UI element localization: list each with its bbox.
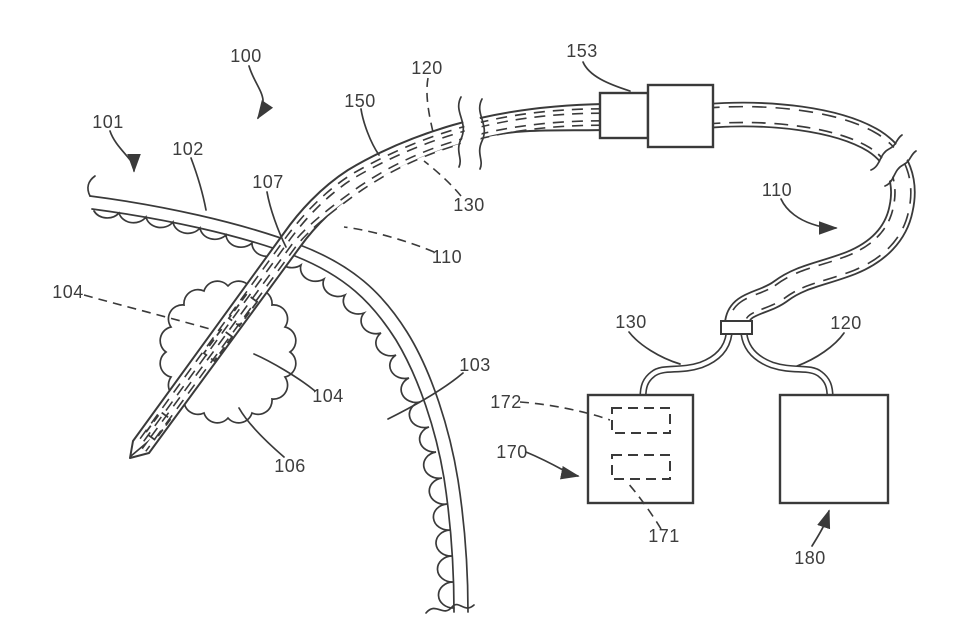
ref-label-101: 101	[92, 112, 124, 132]
control-unit-170	[586, 393, 695, 505]
leader-180	[811, 509, 831, 547]
shaft-sensor-element-2	[202, 327, 234, 363]
leader-130-bottom	[628, 331, 681, 365]
leader-120-top	[426, 77, 434, 133]
ref-label-102: 102	[172, 139, 204, 159]
splitter-and-lines	[639, 320, 834, 398]
leader-171	[625, 480, 662, 530]
connector-small-block	[598, 91, 650, 140]
unit-boxes	[586, 393, 890, 505]
leader-102	[190, 157, 207, 211]
tissue-inner-line	[91, 208, 455, 613]
leader-172	[519, 401, 611, 421]
connector-153	[598, 83, 715, 149]
leader-110-right	[780, 198, 838, 235]
leader-120-bottom	[796, 332, 845, 367]
unit-180	[778, 393, 890, 505]
leader-101	[109, 130, 141, 173]
splitter-collar	[720, 320, 753, 335]
ref-label-104-right: 104	[312, 386, 344, 406]
leader-110-left	[343, 226, 435, 253]
tissue-wall	[87, 175, 475, 614]
connector-large-block	[646, 83, 715, 149]
needle-tip-bevel	[130, 439, 151, 457]
ref-label-130-bottom: 130	[615, 312, 647, 332]
leader-153	[582, 61, 631, 92]
leader-104-right	[253, 353, 316, 392]
shaft-sensor-element-1	[227, 292, 259, 328]
tissue-outer-line	[89, 195, 469, 613]
leader-106	[238, 407, 285, 458]
internal-module-172	[611, 407, 671, 434]
tissue-scalloped-edge	[93, 210, 455, 609]
leader-103	[387, 372, 464, 420]
leader-107	[266, 191, 287, 248]
leader-130-top	[423, 160, 462, 197]
ref-label-103: 103	[459, 355, 491, 375]
line-120-to-unit-180	[740, 333, 834, 398]
ref-label-100: 100	[230, 46, 262, 66]
tip-port-element	[144, 410, 172, 442]
ref-label-107: 107	[252, 172, 284, 192]
ref-label-153: 153	[566, 41, 598, 61]
tissue-end-hook	[87, 175, 96, 197]
lumen-130-core	[142, 121, 603, 451]
break-curve-left	[457, 96, 465, 168]
leader-150	[360, 108, 380, 156]
leader-104-left	[83, 294, 211, 330]
ref-label-172: 172	[490, 392, 522, 412]
break-mark-proximal	[870, 134, 917, 187]
ref-label-170: 170	[496, 442, 528, 462]
break-curve-right	[478, 98, 486, 170]
ref-label-110-left: 110	[432, 247, 462, 267]
ref-label-130-top: 130	[453, 195, 485, 215]
ref-label-106: 106	[274, 456, 306, 476]
blob-outline	[159, 280, 297, 424]
break-mark-distal	[457, 94, 486, 172]
ref-label-180: 180	[794, 548, 826, 568]
ref-label-171: 171	[648, 526, 680, 546]
leader-lines	[83, 61, 845, 547]
tissue-break-squiggle	[425, 603, 475, 614]
ref-label-150: 150	[344, 91, 376, 111]
proximal-tube	[705, 101, 916, 326]
internal-module-171	[611, 454, 671, 480]
lumen-120-core	[137, 109, 603, 445]
ref-label-110-right: 110	[762, 180, 792, 200]
break-curve-upper	[870, 134, 903, 171]
line-130-to-unit-170	[639, 333, 733, 398]
ref-label-104-left: 104	[52, 282, 84, 302]
leader-170	[525, 451, 580, 480]
reference-labels: 100 101 102 103 104 104 106 107 110 110 …	[52, 41, 862, 568]
leader-100	[248, 65, 274, 120]
break-curve-lower	[884, 150, 917, 187]
needle-catheter-device	[129, 103, 605, 459]
ref-label-120-bottom: 120	[830, 313, 862, 333]
target-tissue-blob	[159, 280, 297, 424]
ref-label-120-top: 120	[411, 58, 443, 78]
